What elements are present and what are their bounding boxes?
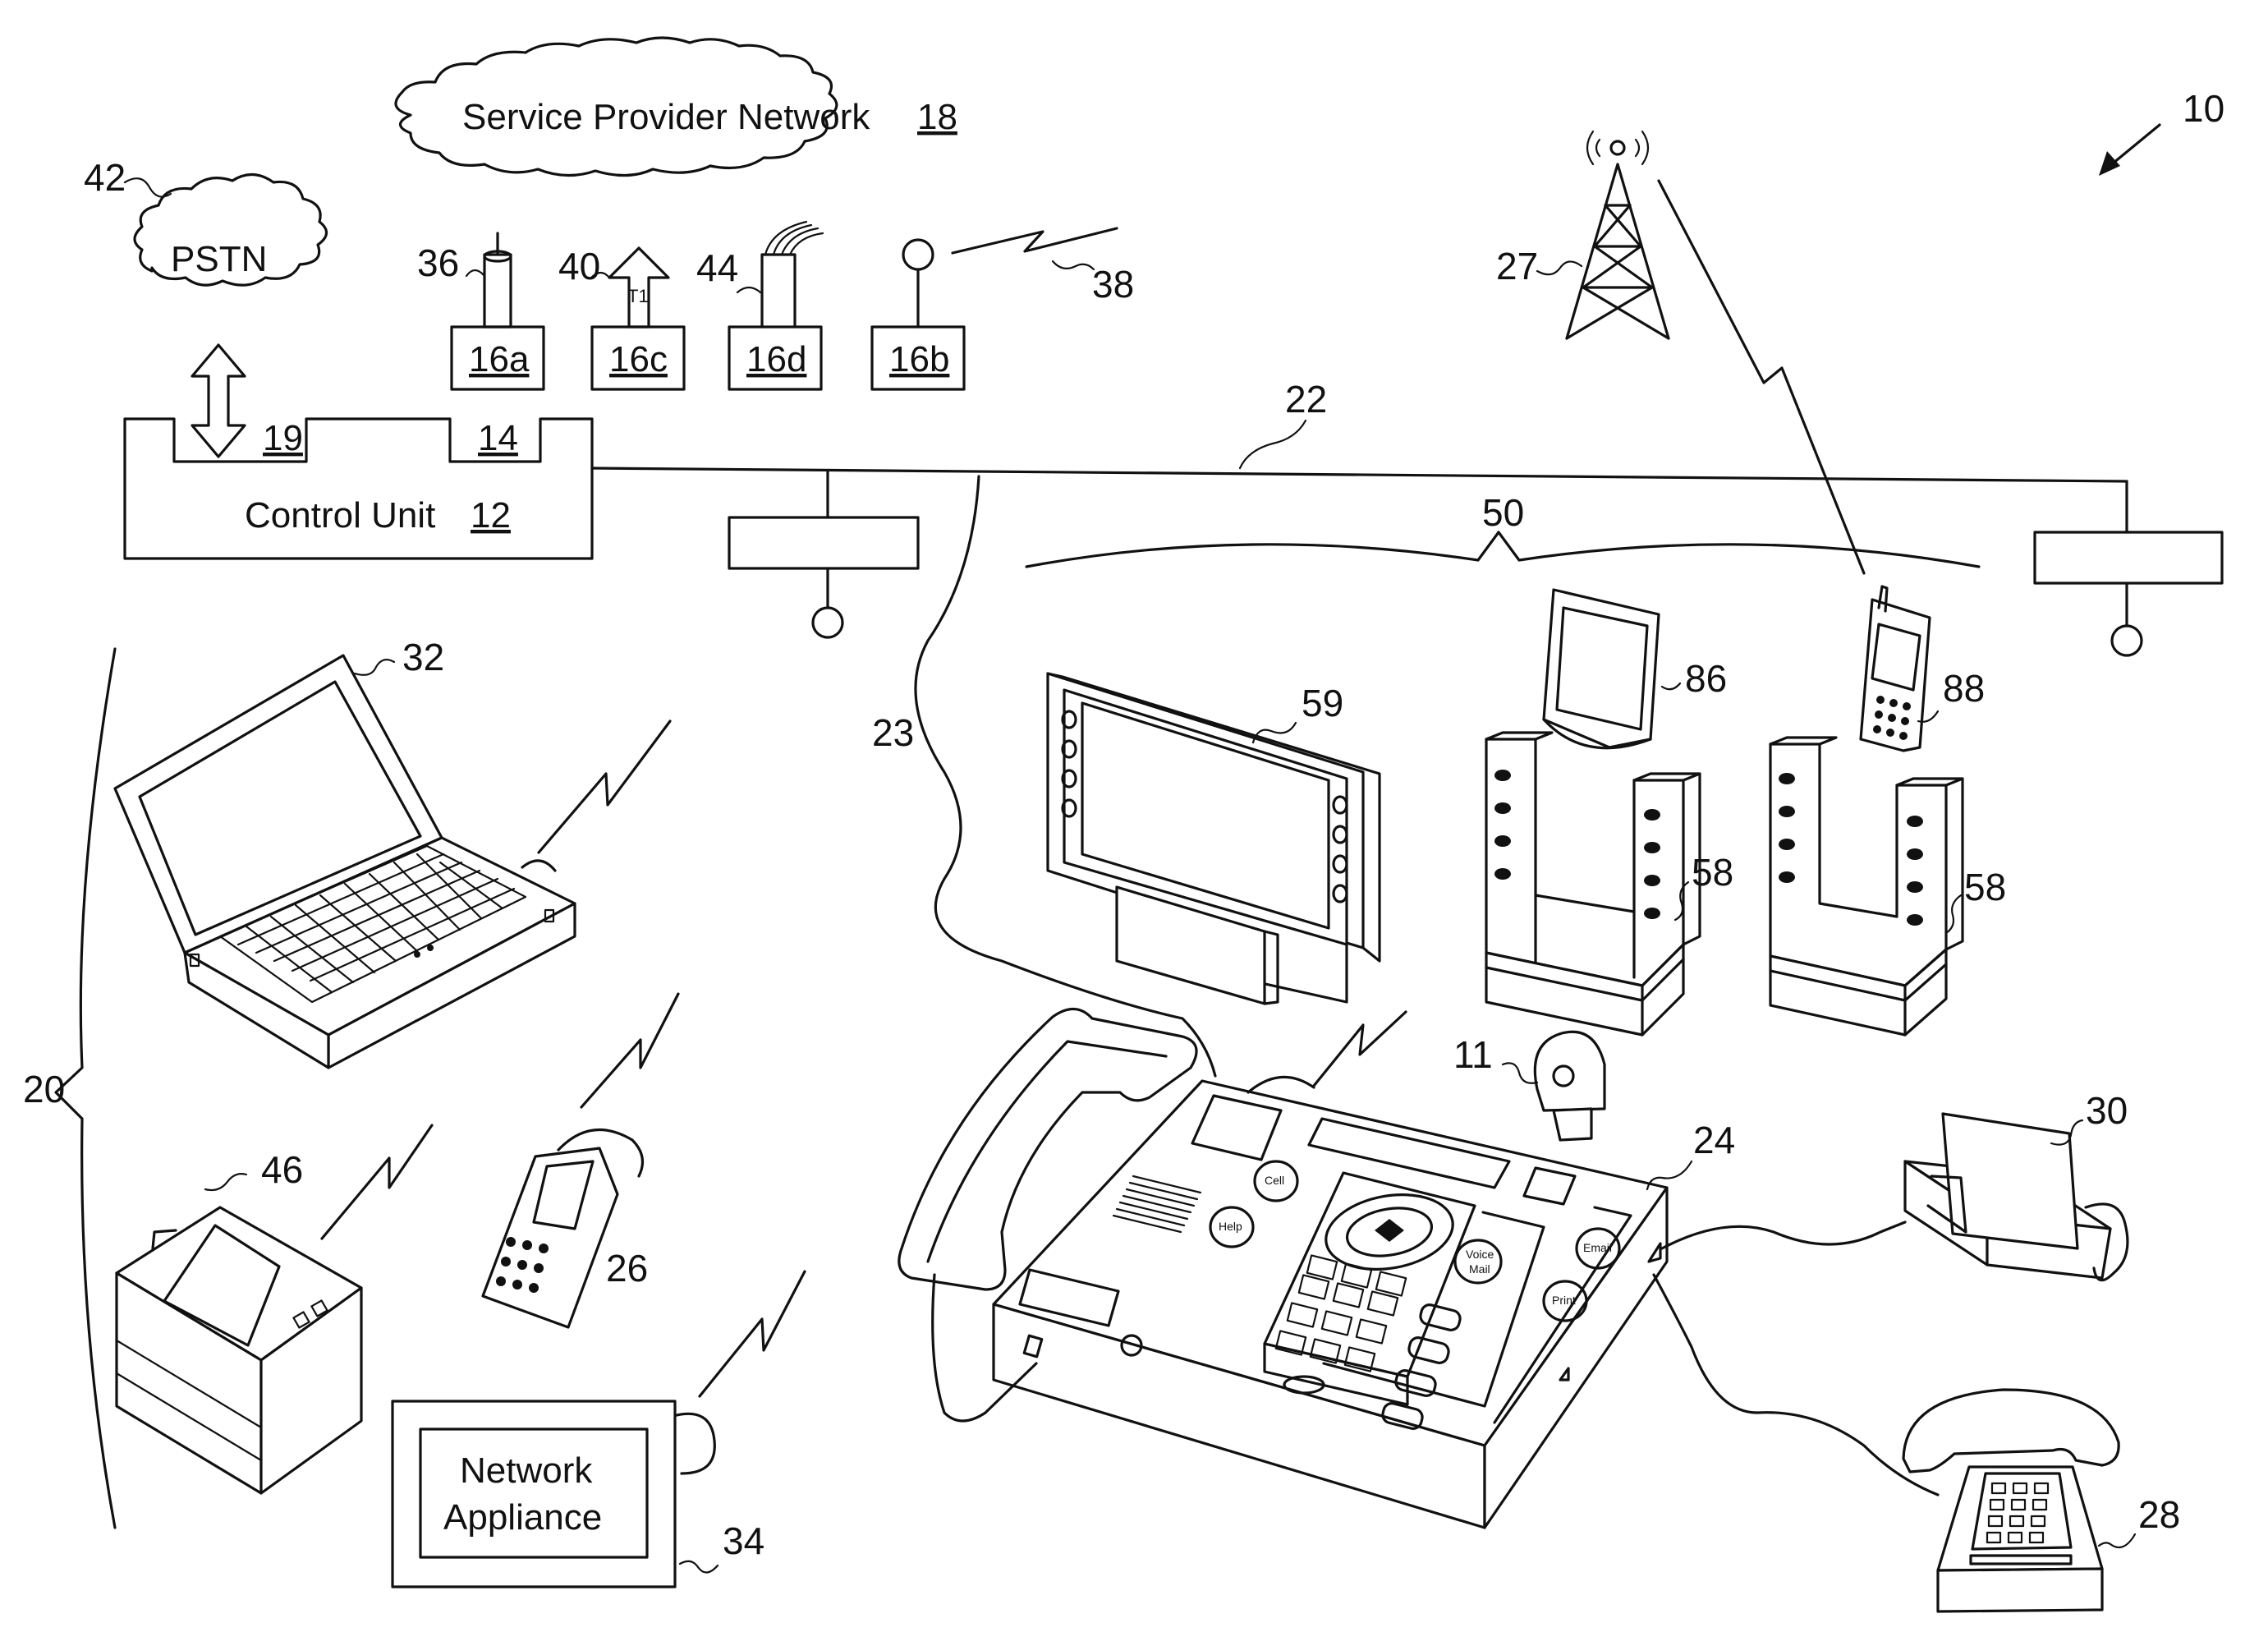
cradle-icon (1769, 736, 1964, 1037)
fax-cable (1660, 1221, 1907, 1250)
printer-icon (115, 1206, 363, 1495)
network-appliance (391, 1400, 716, 1588)
laptop-icon (113, 654, 576, 1069)
ref-23: 23 (872, 711, 914, 754)
voicemail-button-label-2: Mail (1469, 1262, 1490, 1276)
leader-34 (678, 1560, 719, 1574)
leader-46 (204, 1173, 248, 1192)
brace-20 (54, 647, 117, 1529)
cell-phone-icon (1859, 585, 1931, 752)
ref-32: 32 (402, 636, 444, 678)
ref-11: 11 (1453, 1033, 1493, 1076)
ref-24: 24 (1693, 1119, 1735, 1161)
handset-cord (931, 1273, 1038, 1423)
ref-59: 59 (1302, 682, 1343, 724)
print-button-label: Print (1552, 1294, 1576, 1307)
leader-22 (1238, 419, 1307, 470)
wireless-link-icon (580, 992, 680, 1109)
interface-16b (870, 238, 966, 391)
ref-88: 88 (1943, 667, 1985, 710)
camera-icon (1533, 1030, 1606, 1142)
ref-42: 42 (84, 156, 126, 199)
interface-16d (728, 220, 824, 391)
ref-58-b: 58 (1964, 866, 2006, 908)
help-button-label: Help (1219, 1220, 1242, 1233)
leader-58-b (1944, 894, 1963, 935)
leader-38 (1051, 260, 1095, 271)
box-16a-label: 16a (469, 339, 530, 379)
mobile-phone-icon (481, 1129, 645, 1329)
wireless-link-icon (320, 1124, 434, 1240)
wireless-link-icon (1312, 1010, 1407, 1087)
ref-10: 10 (2183, 87, 2224, 130)
ref-86: 86 (1685, 657, 1727, 700)
wireless-link-icon (537, 719, 672, 854)
wireless-link-icon (951, 227, 1118, 255)
interface-16a (450, 232, 545, 391)
ref-50: 50 (1482, 491, 1524, 534)
t1-label: T1 (627, 286, 649, 306)
ref-40: 40 (558, 245, 600, 287)
leader-28 (2097, 1533, 2137, 1549)
cloud-network-number: 18 (917, 97, 957, 137)
network-appliance-line2: Appliance (443, 1497, 602, 1538)
fax-icon (1903, 1112, 2129, 1282)
ref-36: 36 (417, 241, 459, 284)
leader-59 (1251, 721, 1297, 744)
voicemail-button-label-1: Voice (1466, 1248, 1494, 1261)
wireless-link-icon (698, 1270, 806, 1398)
box-16d-label: 16d (746, 339, 806, 379)
pstn-label: PSTN (171, 239, 267, 279)
network-bus-22 (590, 467, 2224, 657)
telephone-icon (1902, 1388, 2120, 1613)
ref-46: 46 (261, 1148, 303, 1191)
ref-30: 30 (2086, 1089, 2128, 1132)
control-unit (123, 417, 594, 560)
slot-14-label: 14 (478, 418, 518, 458)
leader-11 (1501, 1062, 1539, 1084)
ref-34: 34 (723, 1519, 764, 1562)
arrow-icon (2099, 123, 2161, 176)
pstn-cloud-icon (133, 172, 328, 287)
cradle-icon (1485, 731, 1701, 1037)
handset-icon (898, 1007, 1198, 1291)
display-tablet-icon (1046, 672, 1381, 1005)
control-unit-label: Control Unit (245, 495, 435, 536)
ref-22: 22 (1285, 378, 1327, 421)
leader-42 (123, 177, 172, 198)
box-16b-label: 16b (889, 339, 949, 379)
leader-27 (1536, 260, 1583, 276)
ref-26: 26 (606, 1247, 648, 1290)
cell-button-label: Cell (1265, 1174, 1284, 1187)
ref-28: 28 (2138, 1493, 2180, 1536)
desk-phone-base-icon (992, 1075, 1669, 1529)
brace-50 (1025, 531, 1981, 568)
interface-16c (590, 246, 686, 391)
leader-24 (1646, 1160, 1693, 1191)
pda-icon (1542, 588, 1660, 750)
ref-44: 44 (696, 246, 738, 289)
ref-20: 20 (23, 1068, 65, 1110)
cable-23 (914, 475, 1217, 1078)
telephone-cable (1652, 1273, 1940, 1496)
cloud-network-label: Service Provider Network (462, 97, 870, 137)
slot-19-label: 19 (263, 418, 303, 458)
ref-38: 38 (1092, 263, 1134, 306)
box-16c-label: 16c (609, 339, 668, 379)
wireless-link-icon (1657, 179, 1866, 575)
double-arrow-icon (191, 343, 246, 458)
leader-86 (1660, 682, 1682, 691)
tower-icon (1565, 130, 1670, 340)
leader-30 (2050, 1119, 2084, 1146)
leader-32 (353, 658, 396, 676)
leader-58-a (1673, 880, 1690, 922)
ref-27: 27 (1496, 245, 1538, 287)
leader-88 (1917, 710, 1940, 723)
network-appliance-line1: Network (460, 1450, 593, 1491)
ref-58-a: 58 (1692, 851, 1733, 894)
cloud-icon (394, 36, 838, 177)
email-button-label: Email (1583, 1241, 1612, 1254)
control-unit-number: 12 (471, 495, 511, 536)
